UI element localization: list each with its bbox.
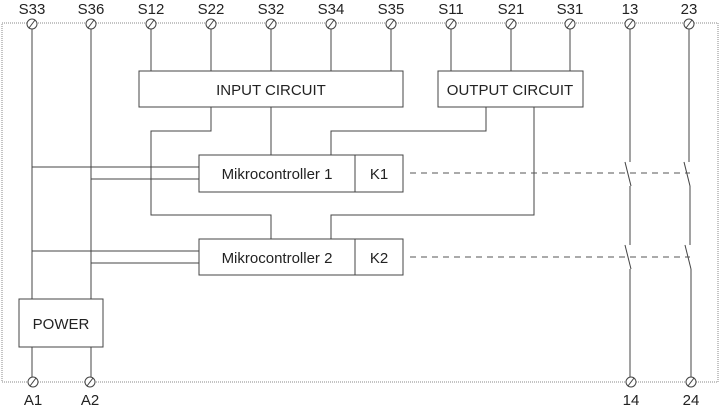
terminal-screw: S35	[378, 1, 405, 30]
terminal-label: A2	[81, 392, 99, 408]
input-circuit-label: INPUT CIRCUIT	[216, 82, 326, 99]
wiring	[31, 29, 692, 377]
terminal-screw: S32	[258, 1, 285, 30]
terminal-label: S11	[438, 1, 464, 18]
terminal-screw: 13	[622, 1, 639, 30]
power-block: POWER	[18, 298, 104, 348]
terminal-label: S22	[198, 1, 225, 18]
power-label: POWER	[33, 316, 90, 333]
device-housing-border	[1, 22, 719, 383]
terminal-screw: S11	[438, 1, 464, 30]
terminal-screw: A1	[24, 376, 42, 408]
terminal-label: A1	[24, 392, 42, 408]
terminal-label: S33	[19, 1, 46, 18]
mikrocontroller-2-block: Mikrocontroller 2 K2	[198, 238, 404, 276]
terminal-screw: S21	[498, 1, 525, 30]
terminal-screw: S22	[198, 1, 225, 30]
terminal-screw: S34	[318, 1, 345, 30]
terminal-screw: 23	[681, 1, 698, 30]
input-circuit-block: INPUT CIRCUIT	[138, 70, 404, 108]
terminal-label: S31	[557, 1, 584, 18]
terminal-label: S36	[78, 1, 105, 18]
terminal-screw: 24	[683, 376, 700, 408]
mikrocontroller-1-block: Mikrocontroller 1 K1	[198, 154, 404, 193]
terminal-label: S32	[258, 1, 285, 18]
terminal-label: S34	[318, 1, 345, 18]
terminal-label: S35	[378, 1, 405, 18]
mikrocontroller-2-label: Mikrocontroller 2	[222, 250, 333, 267]
terminal-label: 13	[622, 1, 639, 18]
terminal-label: 14	[623, 392, 640, 408]
terminal-screw: A2	[81, 376, 99, 408]
output-circuit-block: OUTPUT CIRCUIT	[437, 70, 584, 108]
mikrocontroller-1-label: Mikrocontroller 1	[222, 166, 333, 183]
output-circuit-label: OUTPUT CIRCUIT	[447, 82, 573, 99]
terminal-label: 24	[683, 392, 700, 408]
bottom-terminals: A1 A2 14 24	[24, 376, 700, 408]
terminal-screw: 14	[623, 376, 640, 408]
relay-k1-label: K1	[370, 166, 388, 183]
terminal-label: S21	[498, 1, 525, 18]
terminal-label: S12	[138, 1, 165, 18]
terminal-screw: S31	[557, 1, 584, 30]
terminal-label: 23	[681, 1, 698, 18]
top-terminals: S33 S36 S12 S22 S32 S34 S35 S11 S21 S31 13 23	[19, 1, 698, 30]
terminal-screw: S36	[78, 1, 105, 30]
relay-k2-label: K2	[370, 250, 388, 267]
terminal-screw: S12	[138, 1, 165, 30]
terminal-screw: S33	[19, 1, 46, 30]
